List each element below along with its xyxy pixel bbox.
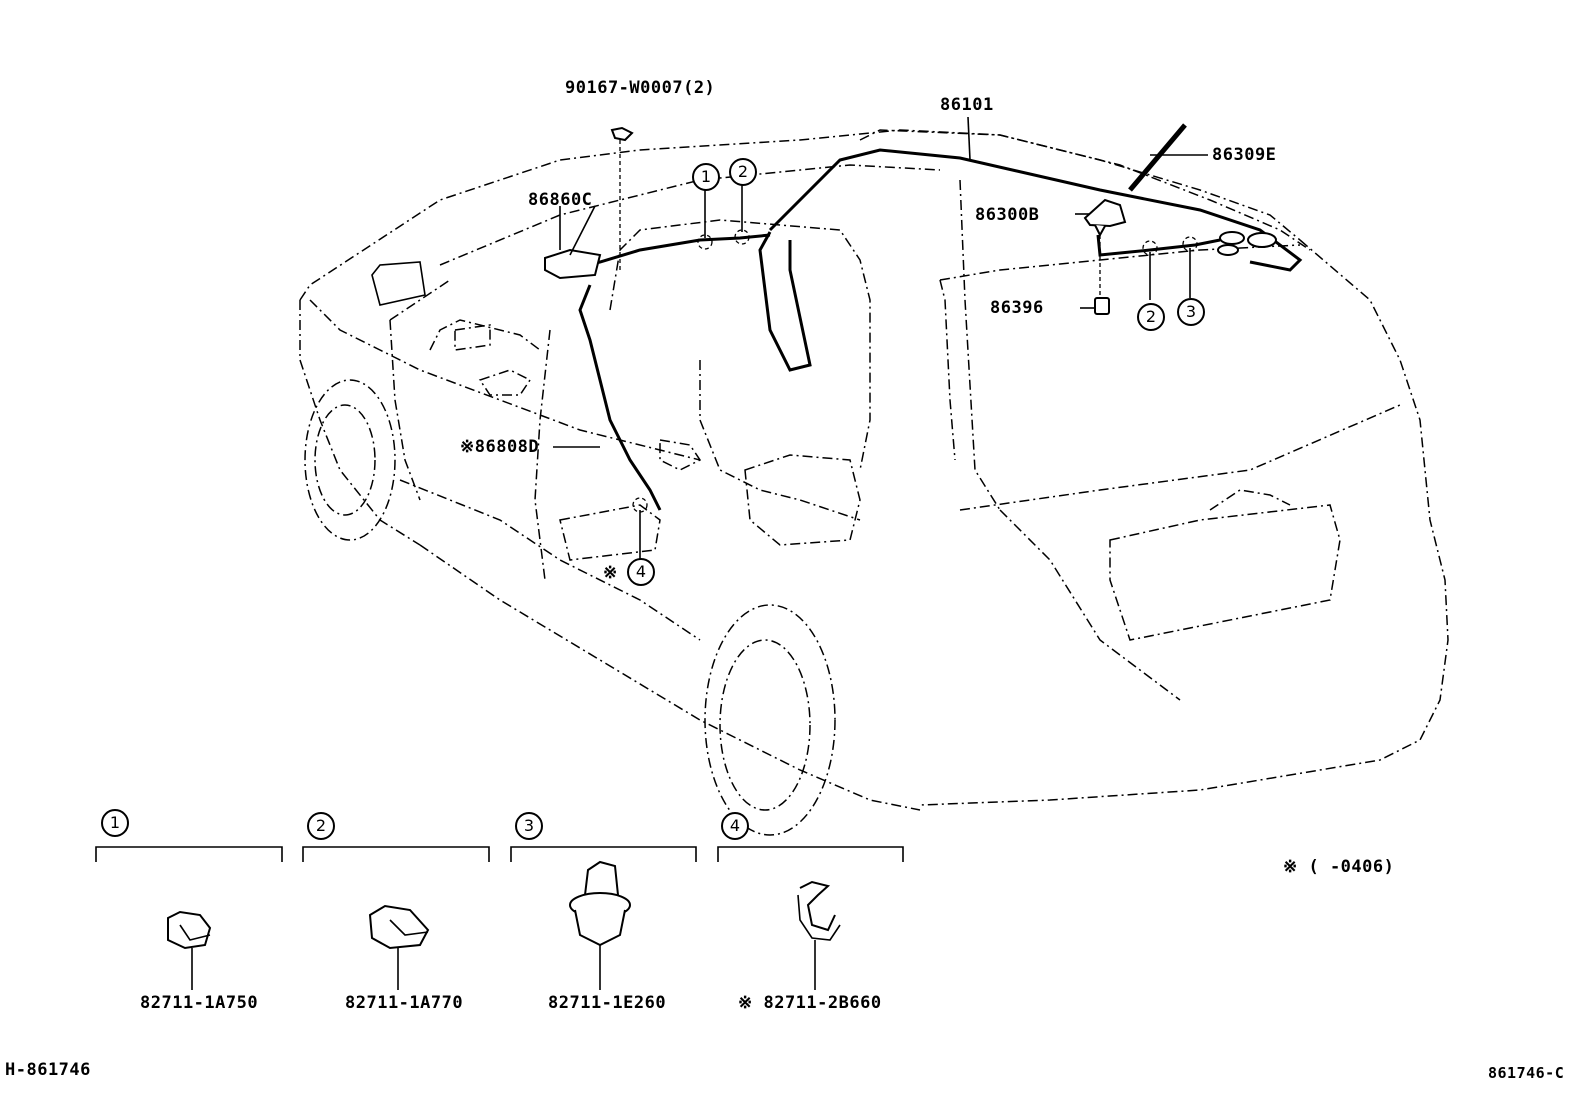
sub-cord-label: ※86808D bbox=[460, 437, 540, 457]
marker-3-rear: 3 bbox=[1177, 298, 1205, 326]
clamp-3-icon bbox=[569, 860, 631, 990]
note-mark-marker-4: ※ bbox=[603, 563, 618, 583]
bolt-label: 90167-W0007(2) bbox=[565, 78, 716, 98]
clamp-brackets bbox=[95, 846, 904, 862]
antenna-parts bbox=[544, 126, 1277, 315]
illustration-code: H-861746 bbox=[5, 1060, 91, 1080]
clamp-1-part-number: 82711-1A750 bbox=[140, 993, 259, 1013]
clamp-4-marker: 4 bbox=[721, 812, 749, 840]
clamp-1-marker: 1 bbox=[101, 809, 129, 837]
marker-1: 1 bbox=[692, 163, 720, 191]
antenna-cord-label: 86101 bbox=[940, 95, 994, 115]
clamp-2-marker: 2 bbox=[307, 812, 335, 840]
clamp-2-part-number: 82711-1A770 bbox=[345, 993, 464, 1013]
clamp-4-icon bbox=[797, 880, 841, 990]
marker-2-front: 2 bbox=[729, 158, 757, 186]
amplifier-label: 86860C bbox=[528, 190, 593, 210]
antenna-mast-label: 86309E bbox=[1212, 145, 1277, 165]
clamp-3-part-number: 82711-1E260 bbox=[548, 993, 667, 1013]
applicability-note: ※ ( -0406) bbox=[1283, 857, 1395, 877]
antenna-base-label: 86300B bbox=[975, 205, 1040, 225]
clamp-2-icon bbox=[368, 904, 430, 990]
clamp-4-part-number: ※ 82711-2B660 bbox=[738, 993, 882, 1013]
leader-lines bbox=[553, 116, 1208, 560]
figure-code: 861746-C bbox=[1488, 1064, 1565, 1082]
cap-label: 86396 bbox=[990, 298, 1044, 318]
marker-2-rear: 2 bbox=[1137, 303, 1165, 331]
clamp-3-marker: 3 bbox=[515, 812, 543, 840]
marker-4: 4 bbox=[627, 558, 655, 586]
clamp-1-icon bbox=[167, 910, 212, 990]
vehicle-body-outline bbox=[299, 129, 1449, 836]
